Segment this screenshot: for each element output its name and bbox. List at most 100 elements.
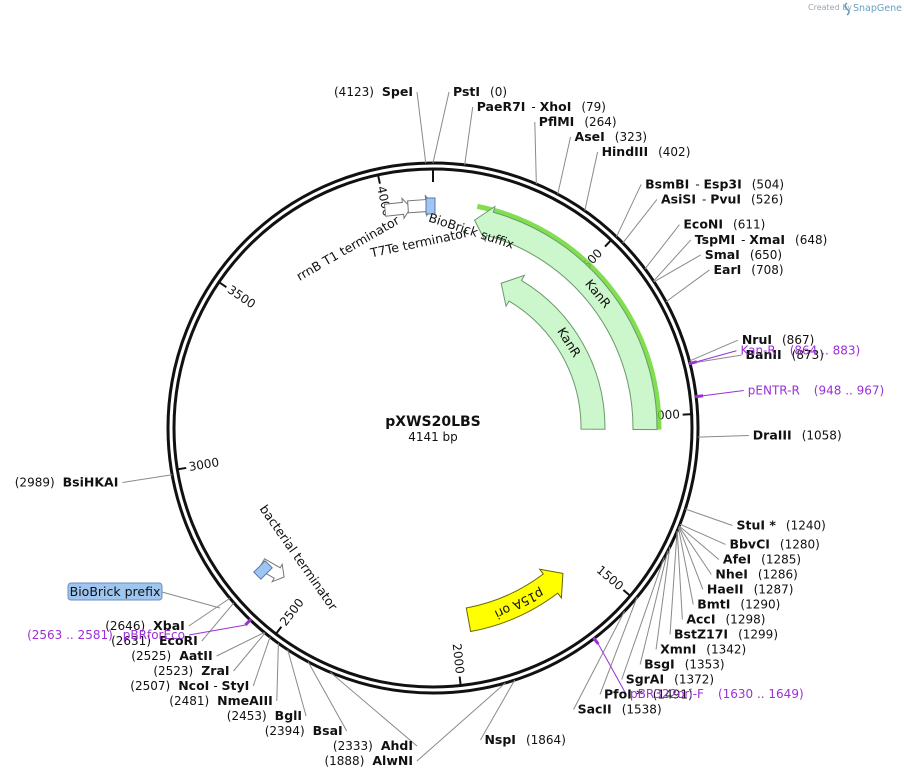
site-leader-bsmbi bbox=[616, 184, 642, 237]
site-leader-alwni bbox=[416, 682, 506, 762]
site-leader-zrai bbox=[233, 632, 266, 672]
site-leader-banii bbox=[689, 354, 742, 364]
site-leader-aatii bbox=[216, 631, 265, 657]
site-label-haeii[interactable]: HaeII(1287) bbox=[707, 581, 794, 596]
tick-3000 bbox=[176, 466, 187, 471]
tick-label-3500: 3500 bbox=[225, 283, 258, 312]
site-label-paer7i[interactable]: PaeR7I- XhoI(79) bbox=[477, 99, 606, 114]
site-leader-ahdi bbox=[329, 671, 418, 747]
site-label-sgrai[interactable]: SgrAI(1372) bbox=[626, 671, 714, 686]
site-label-nspi[interactable]: NspI(1864) bbox=[484, 732, 565, 747]
site-leader-nhei bbox=[678, 526, 712, 575]
primer-label-kan-r[interactable]: Kan-R(864 .. 883) bbox=[740, 344, 860, 358]
site-leader-bbvci bbox=[679, 523, 726, 545]
site-label-eari[interactable]: EarI(708) bbox=[713, 262, 783, 277]
site-label-zrai[interactable]: (2523)ZraI bbox=[153, 663, 229, 678]
tick-2000 bbox=[458, 676, 462, 687]
site-label-draiii[interactable]: DraIII(1058) bbox=[753, 427, 842, 442]
site-leader-stui bbox=[685, 508, 733, 526]
site-label-xmni[interactable]: XmnI(1342) bbox=[660, 641, 746, 656]
feature-label-biobrick-prefix: BioBrick prefix bbox=[70, 584, 161, 599]
primer-mark-pbrforeco bbox=[244, 618, 253, 627]
site-label-smai[interactable]: SmaI(650) bbox=[705, 247, 782, 262]
site-label-bsai[interactable]: (2394)BsaI bbox=[265, 723, 343, 738]
site-leader-asei bbox=[557, 136, 572, 195]
primer-label-pentr-r[interactable]: pENTR-R(948 .. 967) bbox=[748, 383, 884, 397]
site-label-asei[interactable]: AseI(323) bbox=[575, 129, 648, 144]
site-label-ecori[interactable]: (2631)EcoRI bbox=[111, 633, 198, 648]
site-leader-smai bbox=[653, 254, 701, 283]
site-label-bsihkai[interactable]: (2989)BsiHKAI bbox=[15, 475, 119, 490]
site-label-aatii[interactable]: (2525)AatII bbox=[131, 648, 212, 663]
tick-label-1500: 1500 bbox=[594, 563, 626, 593]
site-label-afei[interactable]: AfeI(1285) bbox=[723, 551, 801, 566]
site-leader-draiii bbox=[697, 434, 749, 438]
site-label-stui[interactable]: StuI *(1240) bbox=[736, 517, 825, 532]
site-leader-pfoi bbox=[599, 596, 638, 695]
site-leader-psti bbox=[432, 91, 450, 164]
site-label-bstz17i[interactable]: BstZ17I(1299) bbox=[674, 626, 778, 641]
tick-label-2500: 2500 bbox=[277, 596, 307, 629]
site-label-bbvci[interactable]: BbvCI(1280) bbox=[729, 536, 819, 551]
site-leader-tspmi bbox=[653, 239, 692, 282]
biobrick-prefix-callout[interactable]: BioBrick prefix bbox=[67, 582, 221, 609]
snapgene-logo-icon bbox=[844, 2, 850, 16]
primer-label-pbr322ori-f[interactable]: pBR322ori-F(1630 .. 1649) bbox=[630, 687, 804, 701]
site-leader-haeii bbox=[678, 526, 704, 590]
site-labels: PstI(0)PaeR7I- XhoI(79)PflMI(264)AseI(32… bbox=[15, 84, 884, 768]
feature-label-bacterial-terminator: bacterial terminator bbox=[257, 502, 342, 614]
site-label-pfoi[interactable]: PfoI *(1491) bbox=[604, 686, 693, 701]
site-label-hindiii[interactable]: HindIII(402) bbox=[602, 144, 691, 159]
site-label-asisi[interactable]: AsiSI- PvuI(526) bbox=[661, 191, 783, 206]
site-leader-nspi bbox=[480, 679, 516, 741]
primer-mark-pentr-r bbox=[694, 394, 704, 399]
site-label-psti[interactable]: PstI(0) bbox=[453, 84, 507, 99]
site-label-pflmi[interactable]: PflMI(264) bbox=[539, 114, 617, 129]
site-label-bmti[interactable]: BmtI(1290) bbox=[697, 596, 780, 611]
site-leader-sgrai bbox=[621, 557, 665, 680]
site-label-nrui[interactable]: NruI(867) bbox=[742, 332, 814, 347]
feature-p15a-ori[interactable] bbox=[465, 568, 564, 633]
primer-mark-pbr322ori-f bbox=[592, 636, 600, 645]
site-leader-paer7i bbox=[464, 106, 474, 165]
site-leader-bmti bbox=[677, 527, 694, 605]
site-label-nmeaiii[interactable]: (2481)NmeAIII bbox=[169, 693, 273, 708]
site-label-banii[interactable]: BanII(873) bbox=[746, 347, 824, 362]
primer-mark-kan-r bbox=[688, 360, 698, 366]
feature-rrnb-t1-terminator[interactable] bbox=[383, 197, 412, 221]
site-label-tspmi[interactable]: TspMI- XmaI(648) bbox=[695, 232, 828, 247]
site-leader-econi bbox=[644, 224, 680, 270]
site-leader-eari bbox=[665, 269, 710, 303]
plasmid-length: 4141 bp bbox=[408, 430, 458, 444]
site-label-ahdi[interactable]: (2333)AhdI bbox=[333, 738, 413, 753]
site-label-alwni[interactable]: (1888)AlwNI bbox=[324, 753, 413, 768]
site-label-bsmbi[interactable]: BsmBI- Esp3I(504) bbox=[645, 176, 784, 191]
site-leader-bsgi bbox=[639, 550, 669, 665]
site-leader-spei bbox=[416, 92, 427, 164]
feature-biobrick-suffix[interactable] bbox=[425, 197, 436, 215]
site-label-ncoi[interactable]: (2507)NcoI- StyI bbox=[130, 678, 249, 693]
site-label-sacii[interactable]: SacII(1538) bbox=[578, 701, 662, 716]
site-label-bsgi[interactable]: BsgI(1353) bbox=[644, 656, 724, 671]
primer-leader-pentr-r bbox=[703, 389, 744, 397]
site-label-acci[interactable]: AccI(1298) bbox=[686, 611, 765, 626]
site-leader-bgli bbox=[287, 649, 307, 717]
feature-kanr-inner[interactable] bbox=[500, 274, 606, 430]
feature-biobrick-prefix-box[interactable] bbox=[253, 560, 273, 580]
primer-leader-pbrforeco bbox=[188, 624, 246, 636]
site-label-spei[interactable]: (4123)SpeI bbox=[334, 84, 413, 99]
tick-label-2000: 2000 bbox=[450, 643, 467, 675]
site-label-nhei[interactable]: NheI(1286) bbox=[715, 566, 797, 581]
tick-1500 bbox=[622, 589, 632, 598]
site-label-bgli[interactable]: (2453)BglI bbox=[227, 708, 302, 723]
plasmid-name: pXWS20LBS bbox=[385, 414, 481, 430]
site-leader-ecori bbox=[201, 602, 235, 642]
feature-kanr-outer[interactable] bbox=[473, 205, 658, 431]
site-leader-hindiii bbox=[584, 151, 599, 211]
site-label-xbai[interactable]: (2646)XbaI bbox=[105, 618, 185, 633]
primer-label-pbrforeco[interactable]: (2563 .. 2581)pBRforEco bbox=[27, 628, 185, 642]
site-label-econi[interactable]: EcoNI(611) bbox=[683, 217, 765, 232]
primer-leader-kan-r bbox=[696, 350, 737, 363]
